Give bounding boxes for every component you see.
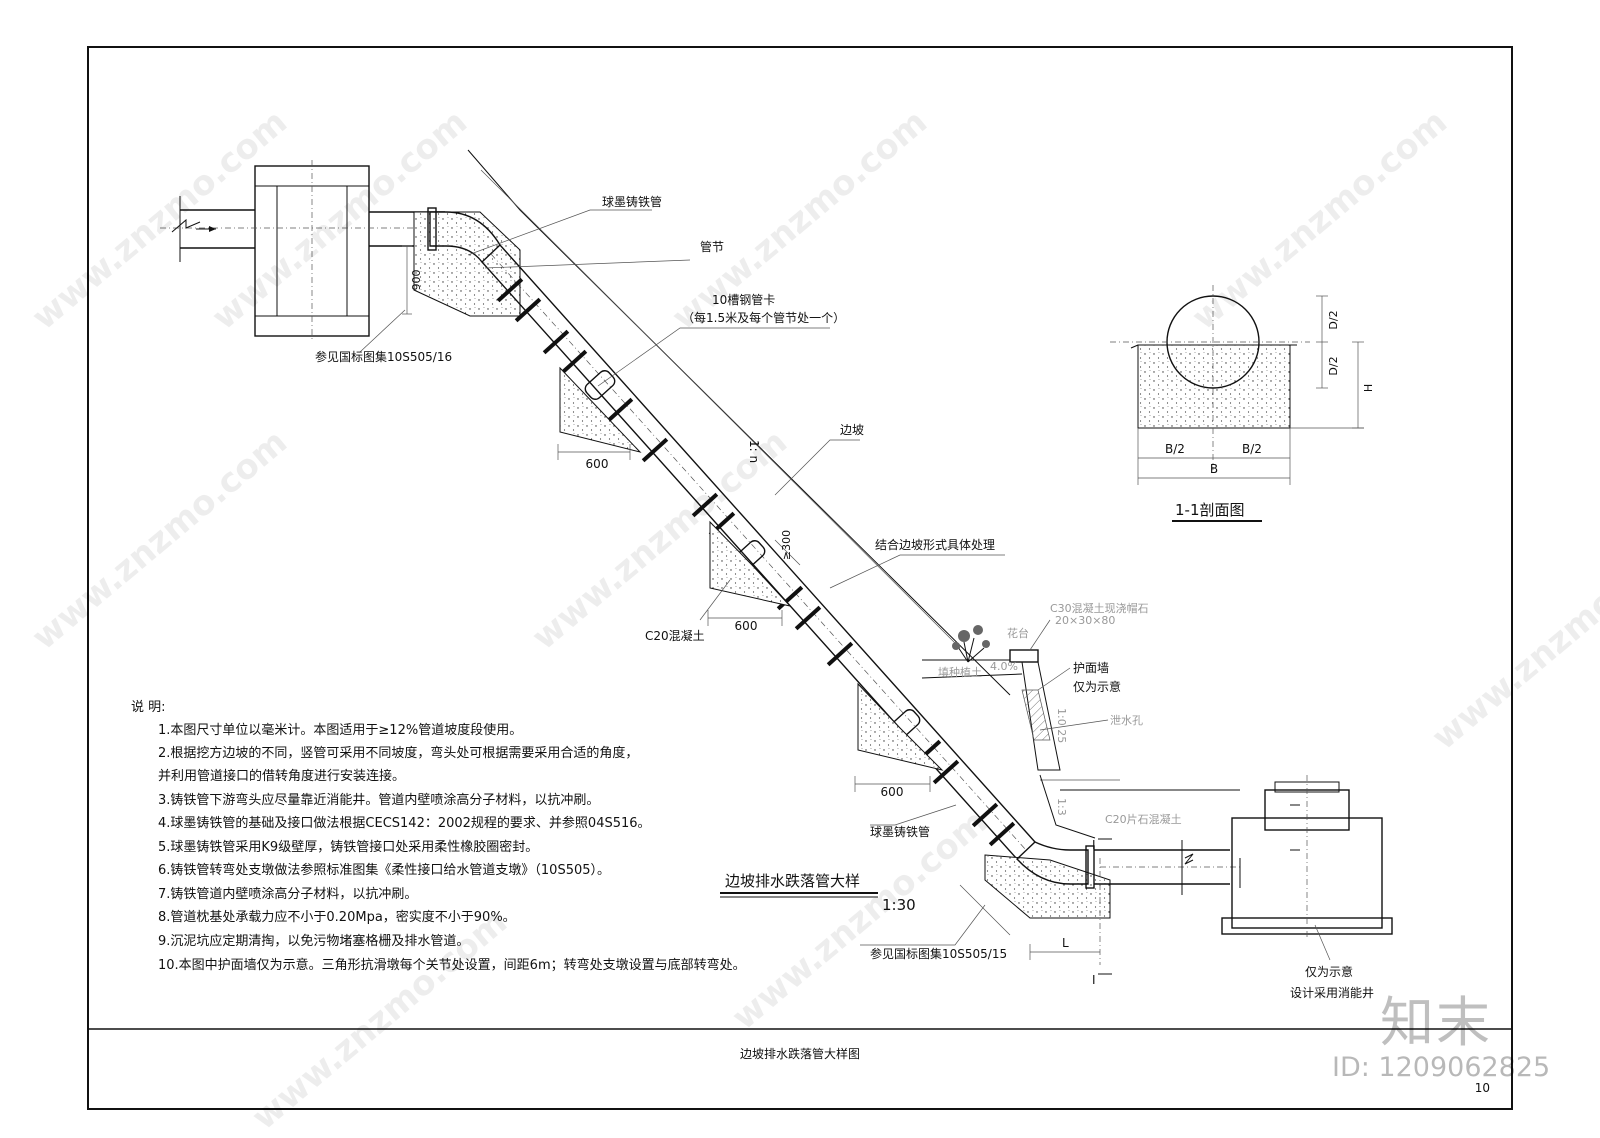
label-clamp: 10槽钢管卡 xyxy=(712,292,775,307)
upper-well xyxy=(160,160,445,342)
label-flower-bed: 花台 xyxy=(1007,626,1029,640)
pipe-joints xyxy=(584,370,921,739)
label-retaining-wall-note: 仅为示意 xyxy=(1073,679,1121,694)
slope-ratio: 1: n xyxy=(747,440,761,463)
label-soil-slope: 4.0% xyxy=(990,660,1018,673)
section-title: 1-1剖面图 xyxy=(1175,501,1245,519)
label-wall-ratio1: 1:0.25 xyxy=(1055,708,1068,743)
dim-600-a-line xyxy=(557,444,631,460)
dim-600-c-line xyxy=(854,776,931,792)
note-item: 9.沉泥坑应定期清掏，以免污物堵塞格栅及排水管道。 xyxy=(158,934,470,949)
pipe-clamps xyxy=(496,277,1016,847)
label-retaining-wall: 护面墙 xyxy=(1073,661,1109,675)
section-mark-bottom: I xyxy=(1092,973,1096,987)
note-item: 7.铸铁管道内壁喷涂高分子材料，以抗冲刷。 xyxy=(158,887,418,902)
label-ref-top: 参见国标图集10S505/16 xyxy=(315,349,452,364)
anti-slide-block-3 xyxy=(857,682,944,771)
energy-dissipation-well xyxy=(1221,775,1393,940)
anti-slide-block-1 xyxy=(559,366,642,453)
top-elbow xyxy=(429,211,501,264)
label-clamp-note: （每1.5米及每个管节处一个） xyxy=(682,310,845,325)
label-slope: 边坡 xyxy=(840,423,864,437)
sec-b: B xyxy=(1210,462,1218,476)
dim-600-a: 600 xyxy=(586,457,609,471)
sec-b2-right: B/2 xyxy=(1242,442,1262,456)
label-planting-soil: 填种植土 xyxy=(938,665,982,679)
notes-heading: 说 明: xyxy=(131,700,166,715)
page-number: 10 xyxy=(1475,1081,1490,1095)
dim-L: L xyxy=(1062,936,1069,950)
dim-600-b: 600 xyxy=(735,619,758,633)
label-ref-bottom: 参见国标图集10S505/15 xyxy=(870,946,1007,961)
sec-b2-left: B/2 xyxy=(1165,442,1185,456)
watermark-brand: 知末 xyxy=(1380,991,1492,1054)
sec-d2-top: D/2 xyxy=(1327,310,1340,329)
label-slope-treatment: 结合边坡形式具体处理 xyxy=(875,537,995,552)
detail-title: 边坡排水跌落管大样 xyxy=(725,872,860,890)
note-item: 4.球墨铸铁管的基础及接口做法根据CECS142：2002规程的要求、并参照04… xyxy=(158,816,651,831)
section-1-1 xyxy=(1110,285,1364,485)
note-item: 6.铸铁管转弯处支墩做法参照标准图集《柔性接口给水管道支墩》（10S505）。 xyxy=(158,863,611,878)
label-well-note1: 仅为示意 xyxy=(1305,964,1353,979)
note-item: 3.铸铁管下游弯头应尽量靠近消能井。管道内壁喷涂高分子材料，以抗冲刷。 xyxy=(158,793,600,808)
drawing-frame xyxy=(87,46,1513,1110)
plant-icon xyxy=(952,625,990,663)
note-item: 8.管道枕基处承载力应不小于0.20Mpa，密实度不小于90%。 xyxy=(158,910,516,925)
label-pipe-joint: 管节 xyxy=(700,239,724,254)
retaining-wall xyxy=(921,649,1240,839)
lower-thrust-block xyxy=(984,854,1111,919)
note-item: 5.球墨铸铁管采用K9级壁厚，铸铁管接口处采用柔性橡胶圈密封。 xyxy=(158,840,539,855)
label-concrete: C20混凝土 xyxy=(645,628,705,643)
upper-ground-line xyxy=(467,149,1011,696)
label-pipe-top: 球墨铸铁管 xyxy=(602,194,662,209)
label-wall-ratio2: 1:3 xyxy=(1055,798,1068,816)
label-well-note2: 设计采用消能井 xyxy=(1290,986,1374,1000)
watermark-id: ID: 1209062825 xyxy=(1332,1052,1551,1083)
note-item: 10.本图中护面墙仅为示意。三角形抗滑墩每个关节处设置，间距6m；转弯处支墩设置… xyxy=(158,958,746,973)
sec-h: H xyxy=(1362,384,1375,392)
dim-900: 900 xyxy=(410,270,423,291)
dim-600-c: 600 xyxy=(881,785,904,799)
label-pipe-bottom: 球墨铸铁管 xyxy=(870,824,930,839)
anti-slide-block-2 xyxy=(709,520,792,607)
section-mark-top: I xyxy=(1092,838,1096,852)
label-cap-stone-size: 20×30×80 xyxy=(1055,614,1115,627)
dim-600-b-line xyxy=(707,610,783,626)
label-cap-stone: C30混凝土现浇帽石 xyxy=(1050,601,1149,615)
note-item: 2.根据挖方边坡的不同，竖管可采用不同坡度，弯头处可根据需要采用合适的角度， xyxy=(158,746,639,761)
label-rubble: C20片石混凝土 xyxy=(1105,812,1182,826)
drawing-title: 边坡排水跌落管大样图 xyxy=(740,1046,860,1061)
note-item: 1.本图尺寸单位以毫米计。本图适用于≥12%管道坡度段使用。 xyxy=(158,723,523,738)
sec-d2-bottom: D/2 xyxy=(1327,356,1340,375)
detail-scale: 1:30 xyxy=(882,896,916,914)
dim-300: ≥300 xyxy=(780,530,793,560)
note-item: 并利用管道接口的借转角度进行安装连接。 xyxy=(158,769,406,784)
bottom-elbow xyxy=(1016,841,1089,885)
label-weep-hole: 泄水孔 xyxy=(1110,714,1143,727)
